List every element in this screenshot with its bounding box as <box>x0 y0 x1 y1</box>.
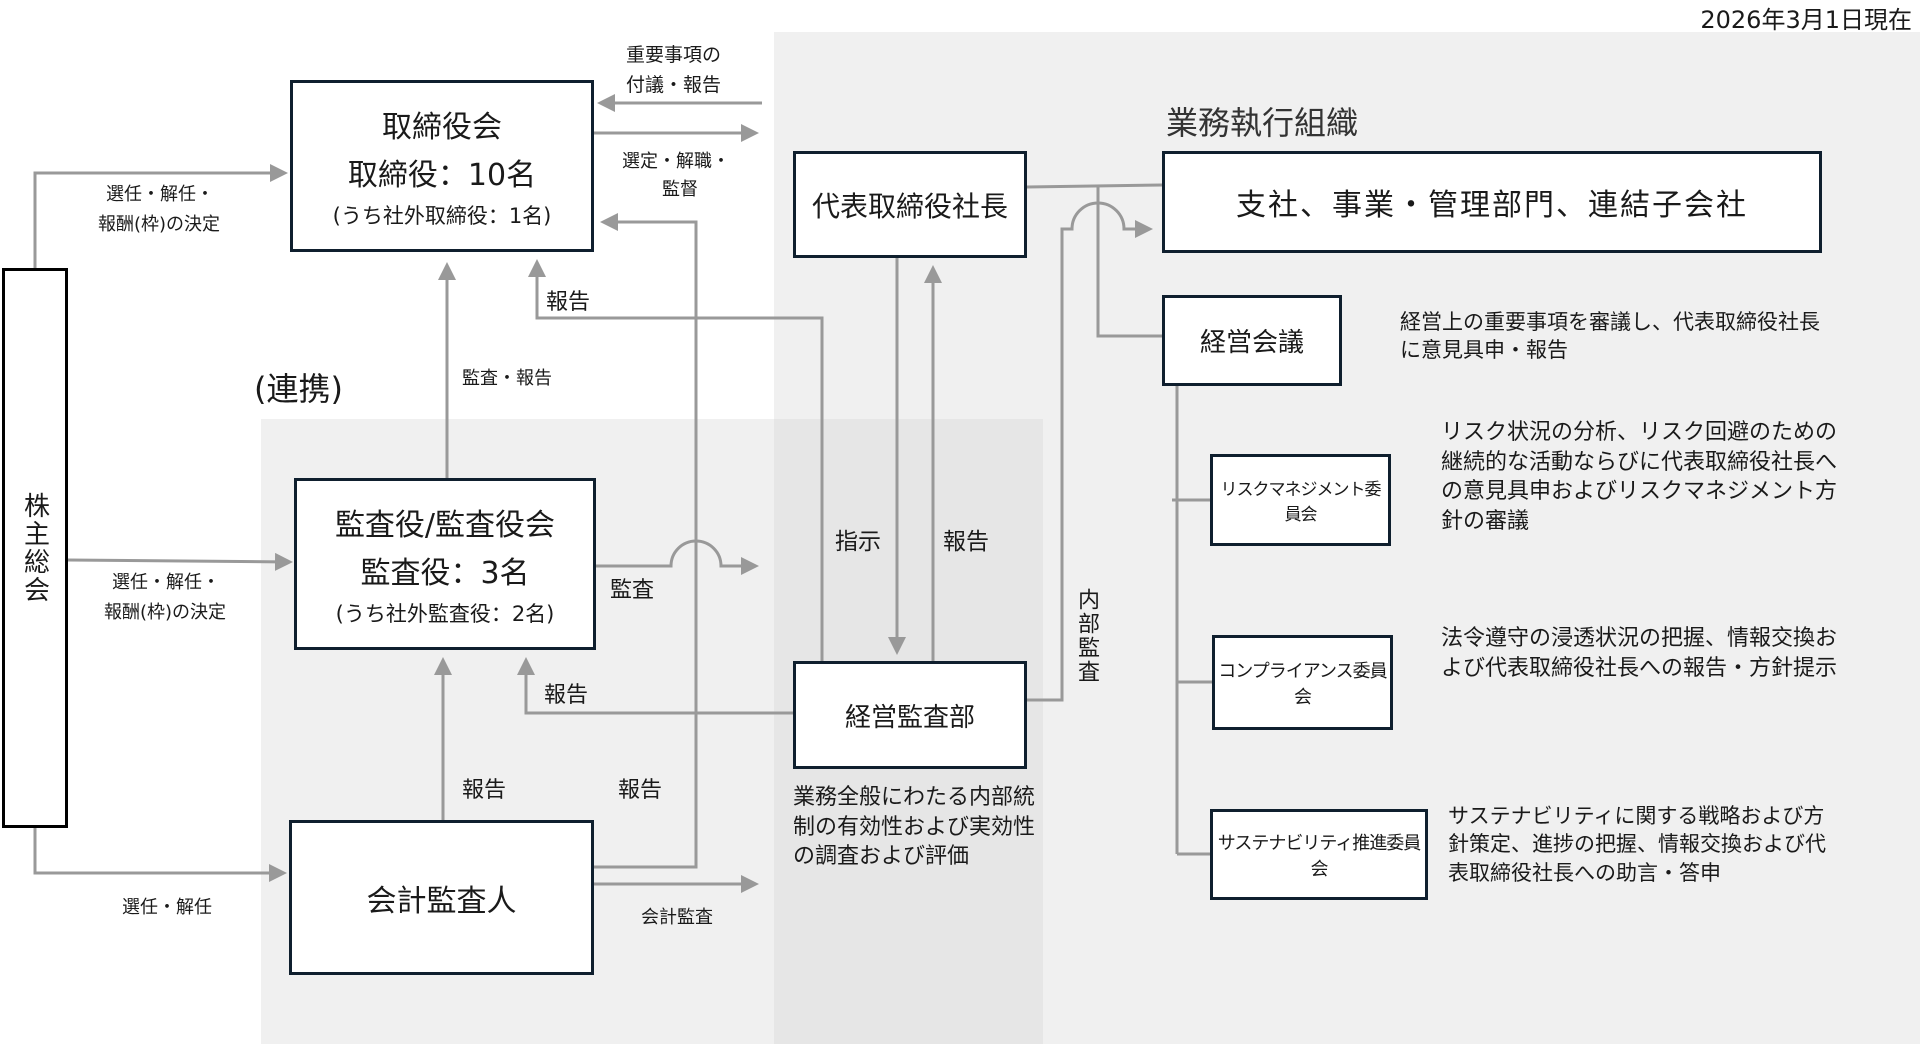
label-sh-audit-2: 報酬(枠)の決定 <box>104 602 227 623</box>
sustainability-committee-box[interactable]: サステナビリティ推進委員会 <box>1210 809 1428 900</box>
arrow-sh-board <box>33 164 288 268</box>
accountant-box[interactable]: 会計監査人 <box>289 820 594 975</box>
arrow-internal-business <box>1027 201 1153 702</box>
risk-committee-desc: リスク状況の分析、リスク回避のための継続的な活動ならびに代表取締役社長への意見具… <box>1441 420 1838 535</box>
internal-audit-label: 経営監査部 <box>844 702 975 733</box>
label-instruction: 指示 <box>835 529 881 555</box>
label-internal-audit: 報告 <box>544 683 589 708</box>
label-report-president: 報告 <box>943 529 989 555</box>
label-sh-audit-1: 選任・解任・ <box>112 572 220 593</box>
label-to-board-1: 重要事項の <box>626 44 722 66</box>
label-internal-audit-v: 内部監査 <box>1074 588 1099 684</box>
arrow-audit-out <box>596 539 759 575</box>
label-internal-board: 報告 <box>546 290 591 315</box>
label-from-board-1: 選定・解職・ <box>622 151 730 172</box>
line-president-business <box>1026 183 1163 189</box>
auditors-box[interactable]: 監査役/監査役会 監査役：3名 (うち社外監査役：2名) <box>294 478 596 650</box>
auditors-members: 監査役：3名 <box>360 556 530 591</box>
management-meeting-box[interactable]: 経営会議 <box>1162 295 1342 386</box>
line-president-meeting <box>1096 187 1162 338</box>
internal-audit-box[interactable]: 経営監査部 <box>793 661 1027 769</box>
management-meeting-desc: 経営上の重要事項を審議し、代表取締役社長に意見具申・報告 <box>1400 310 1820 363</box>
label-accountant-board: 報告 <box>618 778 663 803</box>
arrow-sh-accountant <box>33 827 287 882</box>
label-accountant-out: 会計監査 <box>641 907 713 928</box>
arrow-internal-audit <box>517 657 793 715</box>
sustainability-committee-label: サステナビリティ推進委員会 <box>1217 832 1422 880</box>
arrow-sh-audit <box>67 552 293 571</box>
date-label: 2026年3月1日現在 <box>1700 6 1912 34</box>
compliance-committee-box[interactable]: コンプライアンス委員会 <box>1212 635 1393 730</box>
compliance-committee-label: コンプライアンス委員会 <box>1218 660 1387 708</box>
label-sh-board-2: 報酬(枠)の決定 <box>98 214 221 235</box>
business-label: 支社、事業・管理部門、連結子会社 <box>1236 188 1748 223</box>
shareholders-label: 株主総会 <box>19 492 50 604</box>
sustainability-committee-desc: サステナビリティに関する戦略および方針策定、進捗の把握、情報交換および代表取締役… <box>1448 804 1826 885</box>
board-box[interactable]: 取締役会 取締役：10名 (うち社外取締役：1名) <box>290 80 594 252</box>
label-to-board-2: 付議・報告 <box>626 74 722 96</box>
shareholders-box[interactable]: 株主総会 <box>2 268 68 828</box>
label-audit-board: 監査・報告 <box>462 368 552 389</box>
cooperation-label: (連携) <box>254 370 343 408</box>
auditors-note: (うち社外監査役：2名) <box>335 602 555 626</box>
risk-committee-box[interactable]: リスクマネジメント委員会 <box>1210 454 1391 546</box>
board-title: 取締役会 <box>382 110 502 145</box>
risk-committee-label: リスクマネジメント委員会 <box>1220 480 1382 525</box>
label-accountant-audit: 報告 <box>462 778 507 803</box>
execution-title: 業務執行組織 <box>1166 104 1359 142</box>
auditors-title: 監査役/監査役会 <box>334 508 556 543</box>
board-note: (うち社外取締役：1名) <box>332 204 552 228</box>
label-sh-accountant: 選任・解任 <box>122 897 212 918</box>
president-label: 代表取締役社長 <box>811 189 1008 223</box>
label-sh-board-1: 選任・解任・ <box>106 184 214 205</box>
business-box[interactable]: 支社、事業・管理部門、連結子会社 <box>1162 151 1822 253</box>
president-box[interactable]: 代表取締役社長 <box>793 151 1027 258</box>
board-members: 取締役：10名 <box>347 158 537 193</box>
management-meeting-label: 経営会議 <box>1199 328 1304 358</box>
label-from-board-2: 監督 <box>662 179 698 200</box>
accountant-label: 会計監査人 <box>366 883 517 919</box>
label-audit-out: 監査 <box>610 578 655 603</box>
arrow-internal-board <box>528 259 824 661</box>
compliance-committee-desc: 法令遵守の浸透状況の把握、情報交換および代表取締役社長への報告・方針提示 <box>1441 626 1838 681</box>
internal-audit-desc: 業務全般にわたる内部統制の有効性および実効性の調査および評価 <box>793 785 1036 870</box>
arrow-accountant-board <box>594 213 698 869</box>
